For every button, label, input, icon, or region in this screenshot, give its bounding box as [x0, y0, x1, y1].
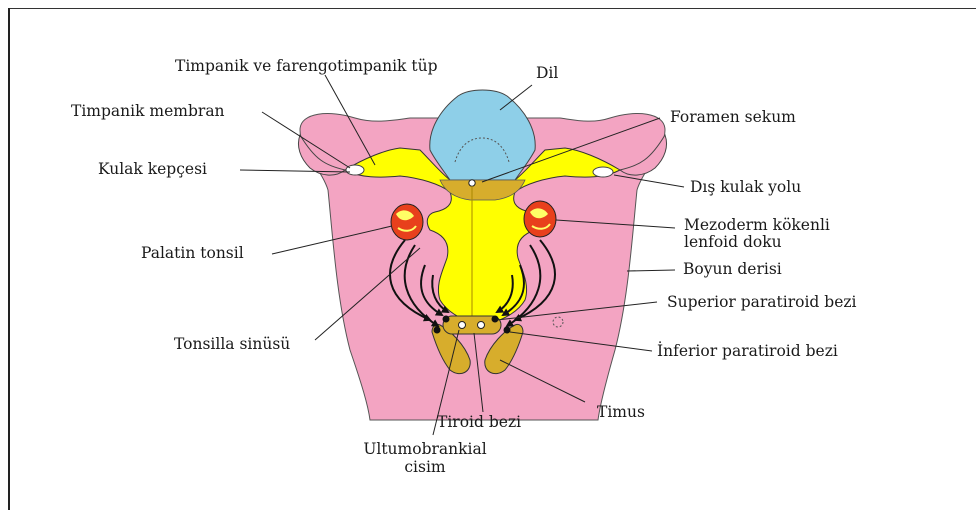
foramen-cecum	[469, 180, 475, 186]
label-ultumobrankial-line1: Ultumobrankial	[350, 440, 500, 458]
label-tonsilla-sinusu: Tonsilla sinüsü	[174, 335, 290, 353]
right-palatine-tonsil	[524, 201, 556, 237]
label-timus: Timus	[597, 403, 645, 421]
label-dis-kulak-yolu: Dış kulak yolu	[690, 178, 801, 196]
label-dil: Dil	[536, 64, 558, 82]
right-ear-canal	[593, 167, 613, 177]
label-timpanik-tup: Timpanik ve farengotimpanik tüp	[175, 57, 438, 75]
label-kulak-kepcesi: Kulak kepçesi	[98, 160, 207, 178]
left-palatine-tonsil	[391, 204, 423, 240]
tongue	[430, 90, 535, 180]
inferior-parathyroid-right	[504, 327, 511, 334]
inferior-parathyroid-left	[434, 327, 441, 334]
label-inferior-paratiroid: İnferior paratiroid bezi	[657, 342, 838, 360]
label-foramen-sekum: Foramen sekum	[670, 108, 796, 126]
label-ultumobrankial-line2: cisim	[350, 458, 500, 476]
label-mezoderm-line2: lenfoid doku	[684, 233, 782, 251]
label-timpanik-membran: Timpanik membran	[71, 102, 225, 120]
ultimobranchial-body-right	[478, 322, 485, 329]
label-superior-paratiroid: Superior paratiroid bezi	[667, 293, 857, 311]
label-mezoderm-line1: Mezoderm kökenli	[684, 216, 830, 234]
label-palatin-tonsil: Palatin tonsil	[141, 244, 244, 262]
left-ear-canal	[346, 165, 364, 175]
label-boyun-derisi: Boyun derisi	[683, 260, 782, 278]
superior-parathyroid-left	[443, 316, 450, 323]
superior-parathyroid-right	[492, 316, 499, 323]
label-tiroid-bezi: Tiroid bezi	[437, 413, 521, 431]
ultimobranchial-body-left	[459, 322, 466, 329]
